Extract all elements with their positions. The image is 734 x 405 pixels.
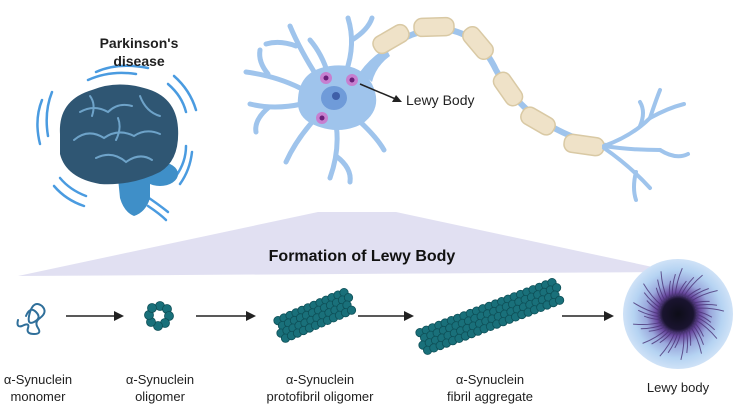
lewy-filament [695, 316, 716, 331]
disease-title: Parkinson's disease [99, 35, 179, 69]
lewy-filament [646, 300, 661, 312]
lewy-filament [674, 267, 683, 297]
stage-caption-line2: monomer [10, 389, 66, 404]
lewy-filament [640, 324, 664, 330]
brain-icon [36, 64, 198, 222]
lewy-body-callout-arrow [359, 83, 402, 102]
fibril-aggregate-icon [415, 277, 565, 355]
lewy-filament [671, 273, 676, 297]
lewy-filament [695, 313, 712, 323]
stage-caption-line1: α-Synuclein [125, 372, 195, 387]
bead [554, 295, 565, 305]
lewy-filament [657, 279, 666, 302]
stage-caption-line2: fibril aggregate [447, 389, 533, 404]
lewy-body-inclusions [316, 72, 358, 124]
lewy-filament [688, 288, 709, 300]
lewy-filament [688, 328, 692, 346]
stage-caption-line2: oligomer [135, 389, 185, 404]
lewy-filament [695, 310, 713, 318]
lewy-filament [648, 326, 666, 332]
stage-caption-line1: α-Synuclein [285, 372, 355, 387]
lewy-filament [633, 321, 663, 326]
stage-caption-monomer: α-Synuclein monomer [0, 371, 76, 405]
oligomer-icon [144, 301, 174, 331]
lewy-filament [692, 324, 704, 345]
stage-caption-line1: Lewy body [646, 380, 710, 395]
lewy-filament [633, 302, 661, 315]
lewy-filament [643, 315, 661, 321]
lewy-body-icon [623, 259, 733, 369]
stage-arrows [66, 311, 614, 321]
lewy-filament [677, 280, 687, 297]
lewy-filament [655, 287, 664, 304]
lewy-filament [680, 276, 695, 297]
lewy-filament [637, 309, 661, 318]
lewy-filament [692, 300, 710, 304]
lewy-filament [693, 303, 718, 307]
stage-caption-protofibril: α-Synuclein protofibril oligomer [260, 371, 380, 405]
arrow-fibril-to-lewy-body [562, 311, 614, 321]
lewy-filament [667, 331, 679, 354]
lewy-filament [690, 326, 702, 354]
neuron-illustration [243, 15, 690, 202]
arrow-protofibril-to-fibril [358, 311, 414, 321]
stage-caption-line1: α-Synuclein [3, 372, 73, 387]
lewy-filament [690, 290, 718, 302]
lewy-filament [674, 331, 682, 349]
lewy-filament [668, 280, 671, 299]
stage-caption-oligomer: α-Synuclein oligomer [108, 371, 212, 405]
lewy-filament [659, 330, 673, 344]
lewy-filament [642, 328, 668, 344]
protofibril-oligomer-icon [273, 287, 357, 343]
lewy-filament [695, 307, 725, 312]
lewy-filament [651, 329, 671, 345]
lewy-filament [694, 319, 718, 339]
lewy-filament [643, 292, 662, 309]
lewy-filament [680, 331, 685, 361]
monomer-icon [16, 303, 46, 336]
lewy-filament [693, 321, 704, 337]
bead [346, 305, 357, 315]
arrow-monomer-to-oligomer [66, 311, 124, 321]
arrow-oligomer-to-protofibril [196, 311, 256, 321]
bead [343, 292, 354, 303]
stage-caption-fibril: α-Synuclein fibril aggregate [420, 371, 560, 405]
lewy-filament [643, 283, 663, 307]
bead [551, 283, 562, 293]
lewy-filament [685, 329, 689, 354]
stage-caption-lewy-body: Lewy body [628, 379, 728, 396]
lewy-body-callout-label: Lewy Body [406, 92, 475, 108]
formation-title: Formation of Lewy Body [268, 248, 456, 265]
lewy-filament [683, 274, 703, 298]
lewy-filament [685, 288, 701, 299]
lewy-filament [659, 331, 676, 357]
stage-caption-line2: protofibril oligomer [266, 389, 374, 404]
lewy-filament [660, 271, 668, 300]
formation-funnel-shape [18, 212, 676, 276]
stage-caption-line1: α-Synuclein [455, 372, 525, 387]
